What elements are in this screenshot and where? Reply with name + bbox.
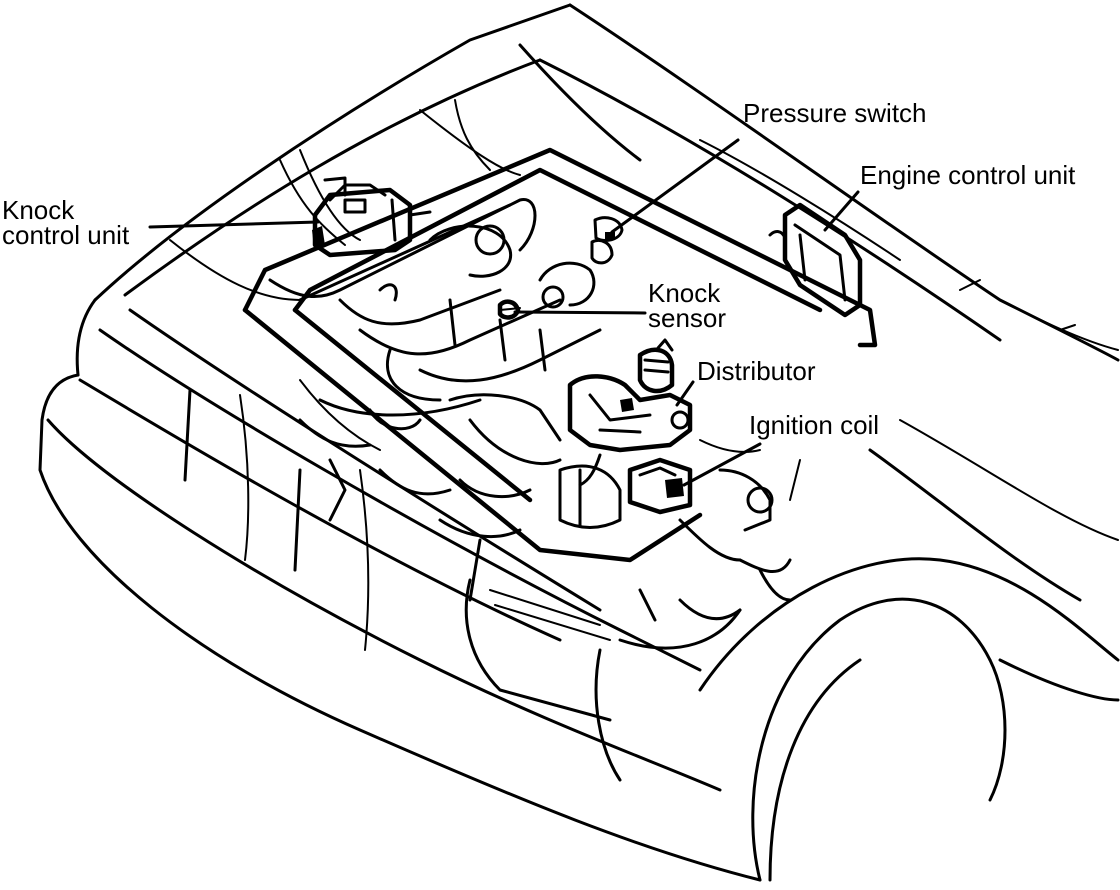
label-distributor: Distributor (697, 356, 816, 386)
label-knock-control-unit: Knock control unit (2, 195, 130, 250)
knock-control-unit-part (312, 176, 432, 258)
label-knock-control-unit-line2: control unit (2, 220, 130, 250)
leader-lines (148, 138, 860, 487)
label-knock-sensor-line2: sensor (648, 303, 727, 333)
engine-block (298, 224, 801, 622)
label-pressure-switch: Pressure switch (743, 98, 927, 128)
pressure-switch-part (590, 216, 624, 265)
knock-sensor-part (497, 299, 521, 320)
engine-wiring-loom (242, 147, 878, 563)
distributor-part (567, 338, 693, 453)
engine-control-unit-part (768, 202, 863, 318)
label-engine-control-unit: Engine control unit (860, 160, 1076, 190)
label-knock-sensor: Knock sensor (648, 278, 727, 333)
label-knock-sensor-line1: Knock (648, 278, 721, 308)
label-knock-control-unit-line1: Knock (2, 195, 75, 225)
label-ignition-coil: Ignition coil (749, 410, 880, 440)
ignition-coil-part (578, 453, 693, 515)
car-body-outline (38, 3, 1120, 882)
